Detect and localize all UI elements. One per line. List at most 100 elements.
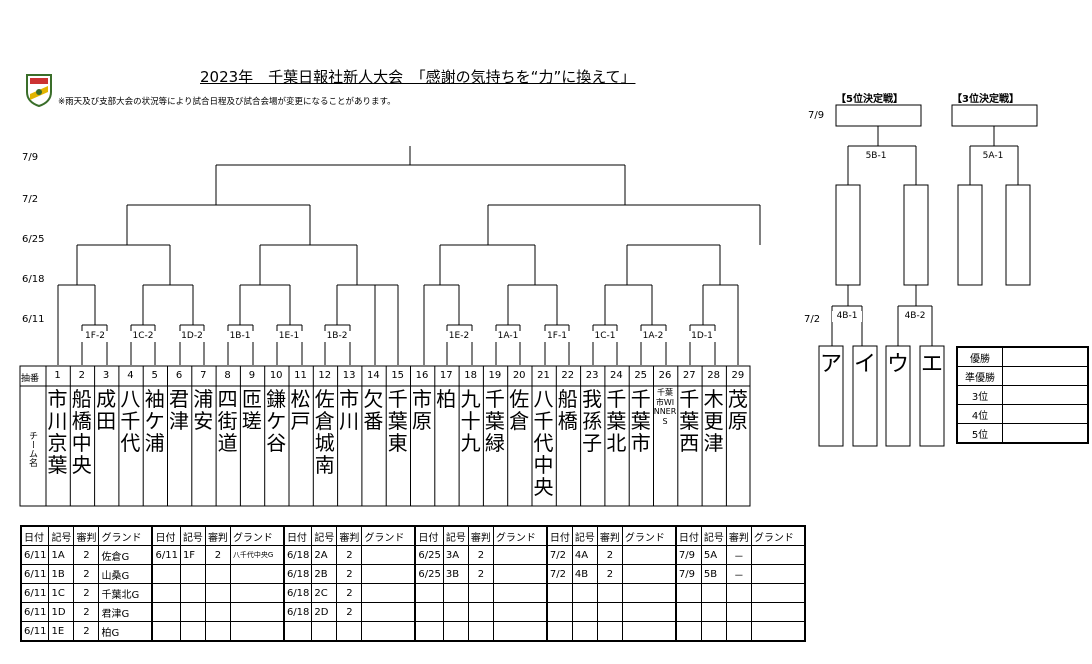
team-number: 24 [610, 370, 623, 381]
team-number: 19 [488, 370, 502, 381]
team-name: 八千代中央 [533, 387, 554, 499]
slot-label: イ [853, 352, 876, 377]
schedule-cell: 3A [442, 545, 469, 565]
match-label: 4B-1 [832, 311, 862, 322]
match-label: 1B-1 [225, 331, 255, 342]
schedule-cell [700, 583, 727, 603]
schedule-cell [571, 602, 598, 622]
schedule-cell [179, 564, 206, 584]
team-number: 3 [102, 370, 110, 381]
schedule-header: 審判 [467, 525, 494, 546]
schedule-cell: 2 [336, 583, 363, 603]
match-label: 5A-1 [978, 151, 1008, 162]
team-number: 21 [537, 370, 550, 381]
schedule-cell [151, 583, 181, 603]
schedule-cell [467, 602, 494, 622]
schedule-cell: 6/18 [282, 583, 313, 603]
schedule-header: 審判 [73, 525, 100, 546]
team-number: 11 [294, 370, 307, 381]
schedule-header: 日付 [414, 525, 444, 546]
team-number: 9 [248, 370, 256, 381]
schedule-cell [229, 621, 285, 642]
team-name: 我孫子 [582, 387, 603, 455]
schedule-cell [467, 583, 494, 603]
match-label: 1E-2 [444, 331, 474, 342]
schedule-cell: 1B [48, 564, 75, 584]
schedule-header: 記号 [48, 525, 75, 546]
schedule-cell: 2C [311, 583, 338, 603]
schedule-cell [151, 602, 181, 622]
schedule-cell [204, 564, 231, 584]
schedule-cell: 2 [204, 545, 231, 565]
schedule-cell [674, 583, 702, 603]
schedule-header: 記号 [179, 525, 206, 546]
schedule-cell: 6/18 [282, 545, 313, 565]
slot-label: エ [920, 352, 943, 377]
schedule-cell: 6/11 [20, 545, 50, 565]
schedule-cell: 1D [48, 602, 75, 622]
rank-value [1002, 423, 1089, 444]
schedule-cell [596, 583, 623, 603]
team-number: 14 [367, 370, 380, 381]
team-name: 市原 [412, 387, 432, 433]
match-label: 1C-1 [590, 331, 620, 342]
schedule-header: 記号 [311, 525, 338, 546]
schedule-cell [467, 621, 494, 642]
schedule-header: 日付 [151, 525, 181, 546]
date-label: 7/2 [22, 194, 39, 205]
schedule-header: 日付 [674, 525, 702, 546]
schedule-cell: 6/11 [20, 602, 50, 622]
schedule-cell [361, 583, 416, 603]
match-label: 1D-2 [177, 331, 207, 342]
schedule-cell [204, 583, 231, 603]
schedule-cell: 3B [442, 564, 469, 584]
team-name: 茂原 [727, 387, 748, 433]
schedule-cell: 7/2 [545, 564, 573, 584]
schedule-cell [571, 621, 598, 642]
rank-label: 5位 [956, 423, 1003, 444]
team-number: 12 [318, 370, 332, 381]
match-label: 5B-1 [861, 151, 891, 162]
schedule-cell [414, 621, 444, 642]
match-label: 1E-1 [274, 331, 304, 342]
schedule-cell [414, 583, 444, 603]
schedule-cell: 1F [179, 545, 206, 565]
schedule-header: グランド [98, 525, 153, 546]
schedule-cell: 2 [73, 564, 100, 584]
schedule-cell [179, 621, 206, 642]
schedule-header: グランド [361, 525, 416, 546]
schedule-cell [750, 602, 806, 622]
slot-label: ウ [886, 352, 909, 377]
schedule-cell [674, 621, 702, 642]
team-number: 23 [585, 370, 599, 381]
team-name: 千葉市 [630, 387, 651, 455]
schedule-cell [361, 621, 416, 642]
schedule-cell: 7/9 [674, 545, 702, 565]
rank-value [1002, 404, 1089, 424]
schedule-header: 審判 [725, 525, 752, 546]
rank-value [1002, 385, 1089, 405]
team-name: 松戸 [290, 387, 311, 433]
team-number: 20 [512, 370, 526, 381]
schedule-cell: 2B [311, 564, 338, 584]
schedule-cell [229, 564, 285, 584]
schedule-cell: 千葉北G [98, 583, 153, 603]
schedule-header: グランド [492, 525, 548, 546]
schedule-cell [336, 621, 363, 642]
team-name: 鎌ケ谷 [266, 387, 287, 455]
schedule-cell [204, 621, 231, 642]
schedule-cell [492, 621, 548, 642]
schedule-header: 審判 [204, 525, 231, 546]
schedule-cell [492, 602, 548, 622]
match-label: 1A-1 [493, 331, 523, 342]
schedule-cell [725, 602, 752, 622]
schedule-cell: 7/9 [674, 564, 702, 584]
schedule-cell [674, 602, 702, 622]
schedule-cell: 6/25 [414, 545, 444, 565]
team-name: 成田 [96, 387, 117, 433]
date-label: 6/18 [22, 274, 45, 285]
schedule-header: グランド [621, 525, 677, 546]
match-label: 1F-1 [542, 331, 572, 342]
schedule-cell: 2 [73, 545, 100, 565]
